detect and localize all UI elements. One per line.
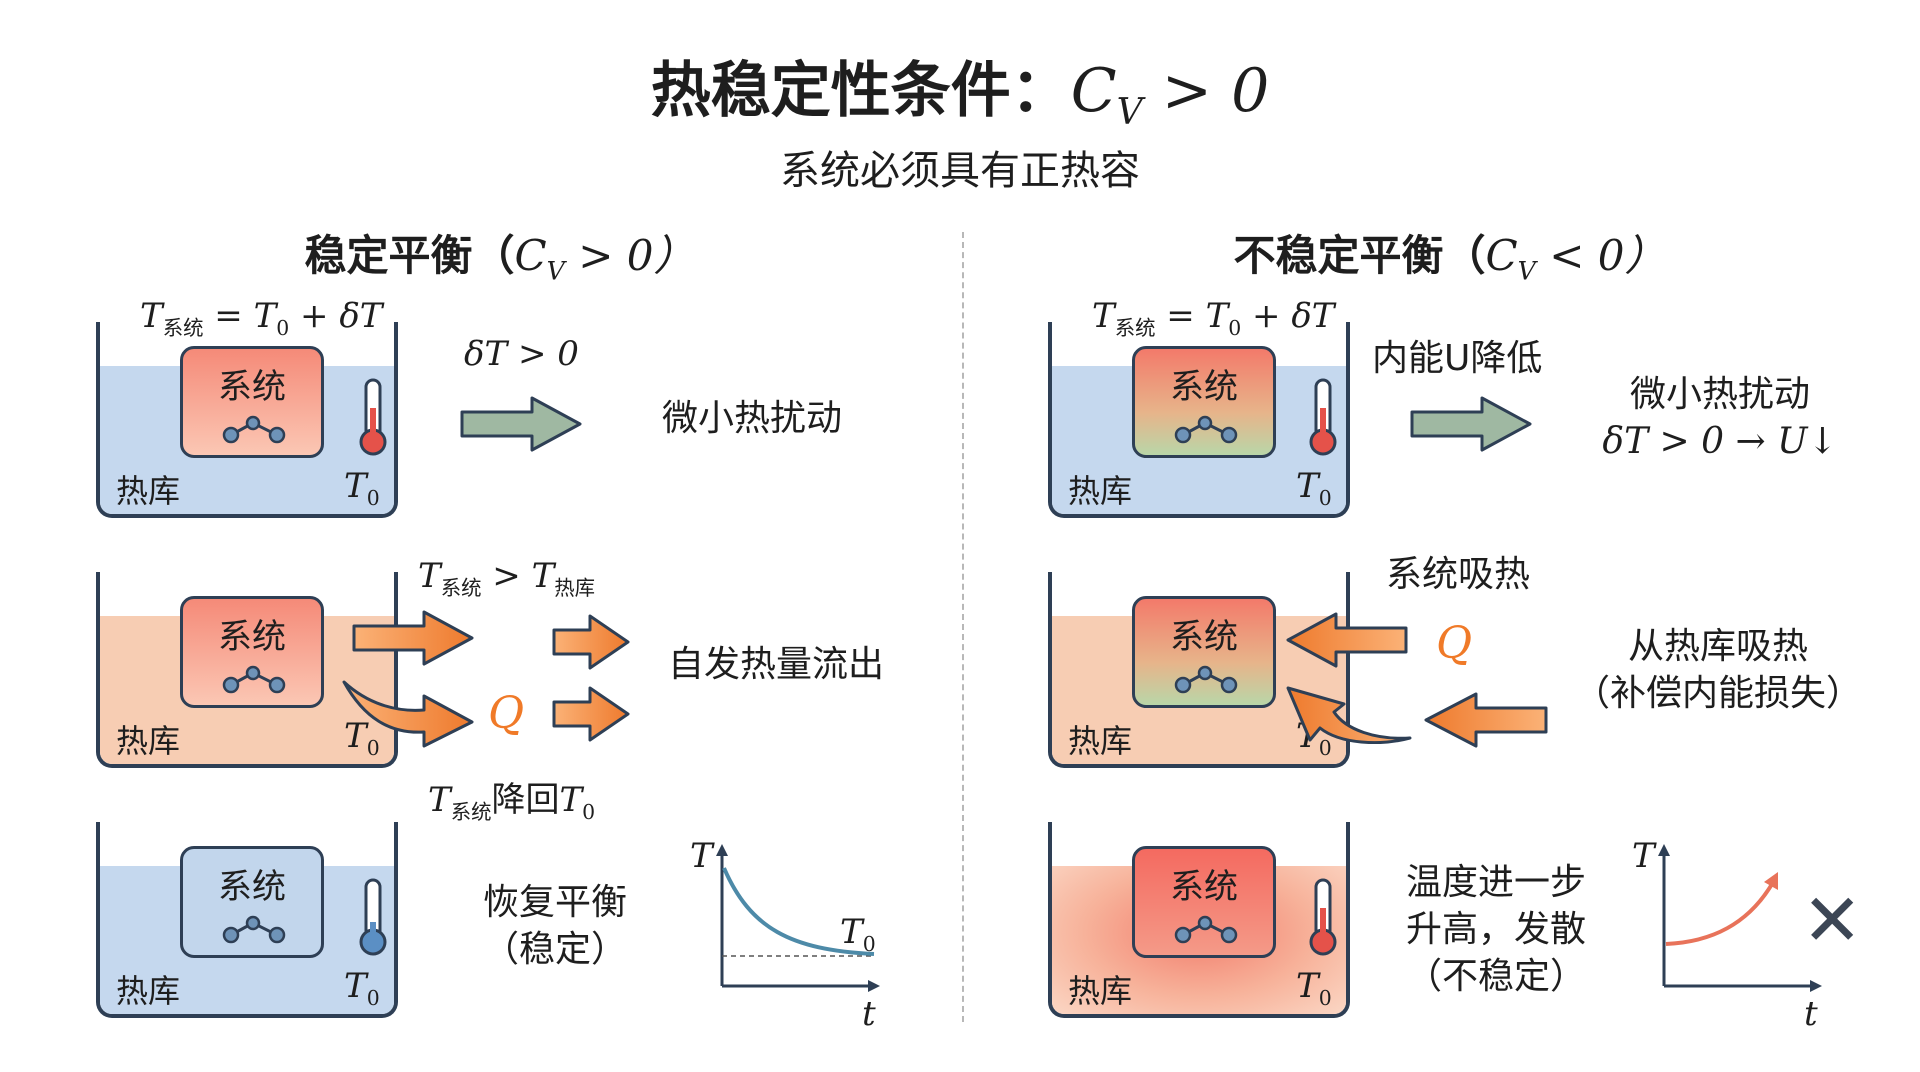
system-label: 系统 bbox=[218, 617, 286, 657]
reservoir-label: 热库 bbox=[1068, 472, 1133, 510]
system-label: 系统 bbox=[1170, 367, 1238, 407]
panel-divider bbox=[962, 232, 964, 1022]
molecule-icon bbox=[222, 665, 286, 694]
reservoir-label: 热库 bbox=[116, 472, 181, 510]
heat-in-arrow-icon bbox=[1286, 612, 1408, 668]
heat-flow-arrow-icon bbox=[552, 686, 630, 742]
left-row2-below-note: T系统降回T0 bbox=[428, 780, 596, 824]
system-label: 系统 bbox=[1170, 617, 1238, 657]
molecule-icon bbox=[222, 915, 286, 944]
graph-y-axis-label: T bbox=[690, 836, 713, 876]
thermometer-icon bbox=[1309, 878, 1337, 956]
left-row1-equation: T系统 = T0 + δT bbox=[140, 296, 383, 340]
arrow-right-icon bbox=[460, 396, 582, 452]
right-row3-system-box: 系统 bbox=[1132, 846, 1276, 958]
graph-y-axis-label: T bbox=[1632, 836, 1655, 876]
right-row1-note: 内能U降低 bbox=[1372, 338, 1543, 379]
molecule-icon bbox=[222, 415, 286, 444]
heat-flow-arrow-icon bbox=[552, 614, 630, 670]
thermometer-icon bbox=[359, 878, 387, 956]
system-label: 系统 bbox=[1170, 867, 1238, 907]
left-row1-condition: δT > 0 bbox=[464, 334, 579, 374]
divergence-curve-graph bbox=[1658, 844, 1822, 992]
arrow-right-icon bbox=[1410, 396, 1532, 452]
molecule-icon bbox=[1174, 915, 1238, 944]
right-row1-equation: T系统 = T0 + δT bbox=[1092, 296, 1335, 340]
unstable-cross-icon: ✕ bbox=[1802, 878, 1863, 962]
heat-in-arrow-icon bbox=[1424, 692, 1548, 748]
left-row1-system-box: 系统 bbox=[180, 346, 324, 458]
left-row3-description: 恢复平衡（稳定） bbox=[482, 882, 627, 970]
thermometer-icon bbox=[359, 378, 387, 456]
molecule-icon bbox=[1174, 415, 1238, 444]
right-row1-system-box: 系统 bbox=[1132, 346, 1276, 458]
page-subtitle: 系统必须具有正热容 bbox=[780, 148, 1140, 194]
molecule-icon bbox=[1174, 665, 1238, 694]
thermometer-icon bbox=[1309, 378, 1337, 456]
reservoir-temp-label: T0 bbox=[1296, 466, 1332, 510]
heat-in-curved-arrow-icon bbox=[1286, 686, 1412, 744]
left-row2-condition: T系统 > T热库 bbox=[418, 556, 596, 600]
heat-q-label: Q bbox=[488, 688, 525, 739]
graph-x-axis-label: t bbox=[1804, 994, 1818, 1034]
left-row2-system-box: 系统 bbox=[180, 596, 324, 708]
relaxation-curve-graph bbox=[716, 844, 880, 992]
reservoir-temp-label: T0 bbox=[344, 966, 380, 1010]
system-label: 系统 bbox=[218, 867, 286, 907]
right-row3-description: 温度进一步升高，发散（不稳定） bbox=[1405, 862, 1586, 997]
reservoir-label: 热库 bbox=[1068, 972, 1133, 1010]
reservoir-label: 热库 bbox=[116, 722, 181, 760]
reservoir-temp-label: T0 bbox=[344, 716, 380, 760]
right-row2-description: 从热库吸热（补偿内能损失） bbox=[1573, 626, 1862, 714]
right-row1-description: 微小热扰动 δT > 0 → U↓ bbox=[1602, 374, 1838, 462]
reservoir-label: 热库 bbox=[116, 972, 181, 1010]
graph-x-axis-label: t bbox=[862, 994, 876, 1034]
heat-out-curved-arrow-icon bbox=[342, 680, 474, 748]
curve-label: T0 bbox=[840, 912, 876, 956]
reservoir-temp-label: T0 bbox=[344, 466, 380, 510]
left-panel-heading: 稳定平衡（CV > 0） bbox=[304, 231, 696, 286]
page-title: 热稳定性条件：CV > 0 bbox=[650, 56, 1270, 133]
reservoir-temp-label: T0 bbox=[1296, 966, 1332, 1010]
heat-out-arrow-icon bbox=[352, 610, 474, 666]
heat-q-label: Q bbox=[1436, 618, 1473, 669]
left-row2-description: 自发热量流出 bbox=[668, 644, 885, 685]
left-row1-description: 微小热扰动 bbox=[662, 398, 843, 439]
left-row3-system-box: 系统 bbox=[180, 846, 324, 958]
right-row2-note: 系统吸热 bbox=[1386, 554, 1531, 595]
right-row2-system-box: 系统 bbox=[1132, 596, 1276, 708]
reservoir-label: 热库 bbox=[1068, 722, 1133, 760]
system-label: 系统 bbox=[218, 367, 286, 407]
right-panel-heading: 不稳定平衡（CV < 0） bbox=[1233, 231, 1667, 286]
